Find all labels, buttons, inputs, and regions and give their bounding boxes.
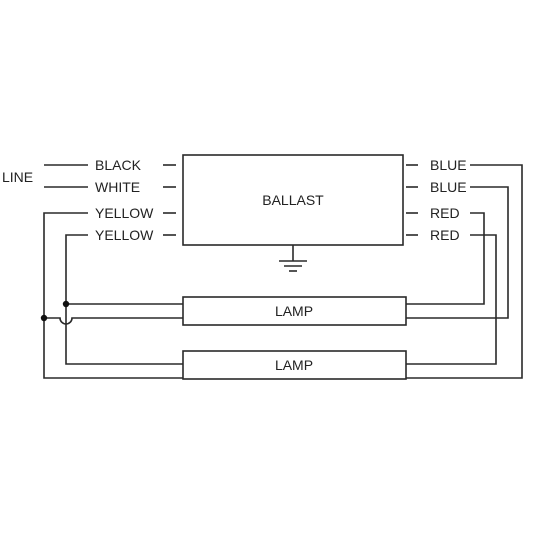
wire-label-red-1: RED — [430, 205, 460, 221]
left-wire-runs — [43, 212, 183, 379]
wire-label-yellow-2: YELLOW — [95, 227, 154, 243]
left-leads — [44, 164, 176, 236]
line-label: LINE — [2, 169, 33, 185]
wire-label-yellow-1: YELLOW — [95, 205, 154, 221]
wire-label-blue-2: BLUE — [430, 179, 467, 195]
junction-dot — [40, 314, 48, 322]
lamp-2-label: LAMP — [275, 357, 313, 373]
wire-label-red-2: RED — [430, 227, 460, 243]
right-leads — [406, 164, 418, 236]
lamp-1-label: LAMP — [275, 303, 313, 319]
ballast-label: BALLAST — [262, 192, 324, 208]
right-wire-runs — [406, 164, 523, 379]
junction-dot — [62, 300, 70, 308]
wire-label-white: WHITE — [95, 179, 140, 195]
wire-label-black: BLACK — [95, 157, 142, 173]
lamp-1-box — [182, 296, 407, 326]
wire-label-blue-1: BLUE — [430, 157, 467, 173]
lamp-2-box — [182, 350, 407, 380]
ballast-box — [182, 154, 404, 246]
ground-symbol — [279, 245, 307, 272]
